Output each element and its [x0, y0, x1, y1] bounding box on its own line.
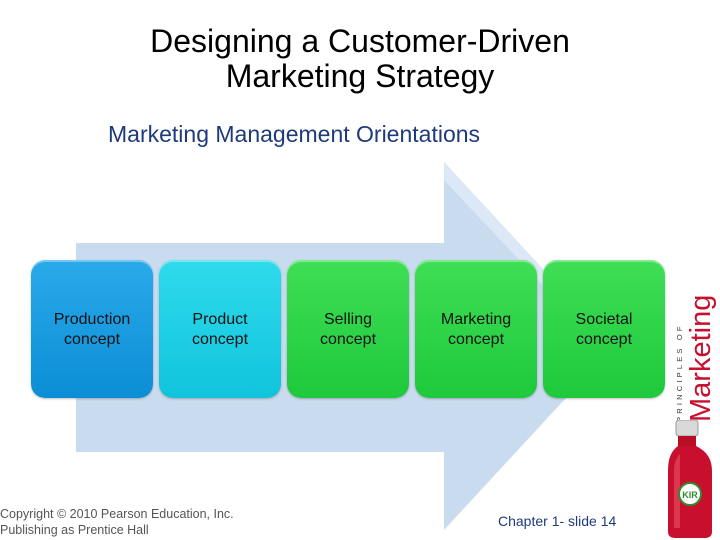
- concept-box-societal: Societal concept: [543, 260, 665, 398]
- bottle-shine: [674, 454, 680, 528]
- concept-label-line-2: concept: [63, 331, 121, 348]
- concept-label-line-1: Production: [53, 311, 131, 328]
- concept-label-line-1: Selling: [323, 311, 373, 328]
- concept-box-marketing: Marketing concept: [415, 260, 537, 398]
- book-logo-large-text: Marketing: [685, 295, 717, 422]
- concept-label-line-1: Product: [192, 311, 248, 328]
- bottle-neck: [678, 436, 696, 446]
- slide-subtitle: Marketing Management Orientations: [108, 121, 481, 147]
- copyright-line-1: Copyright © 2010 Pearson Education, Inc.: [0, 507, 234, 521]
- concept-box-production: Production concept: [31, 260, 153, 398]
- title-line-2: Marketing Strategy: [225, 58, 495, 94]
- bottle-image: KIR: [668, 420, 712, 538]
- book-logo-small-text: PRINCIPLES OF: [675, 323, 684, 422]
- copyright-line-2: Publishing as Prentice Hall: [0, 523, 149, 537]
- title-line-1: Designing a Customer-Driven: [150, 23, 570, 59]
- concept-label-line-2: concept: [447, 331, 505, 348]
- concept-label-line-1: Societal: [575, 311, 633, 328]
- concept-label-line-2: concept: [319, 331, 377, 348]
- concept-label-line-2: concept: [191, 331, 249, 348]
- copyright-notice: Copyright © 2010 Pearson Education, Inc.…: [0, 506, 234, 538]
- concept-box-product: Product concept: [159, 260, 281, 398]
- bottle-label-text: KIR: [682, 490, 698, 500]
- slide-title: Designing a Customer-Driven Marketing St…: [60, 24, 660, 94]
- book-logo: PRINCIPLES OF Marketing: [675, 295, 717, 422]
- concept-box-selling: Selling concept: [287, 260, 409, 398]
- bottle-cap: [675, 420, 699, 437]
- concept-label-line-1: Marketing: [440, 311, 512, 328]
- bottle-label-circle: [678, 482, 702, 506]
- slide-number: Chapter 1- slide 14: [498, 513, 617, 529]
- concept-label-line-2: concept: [575, 331, 633, 348]
